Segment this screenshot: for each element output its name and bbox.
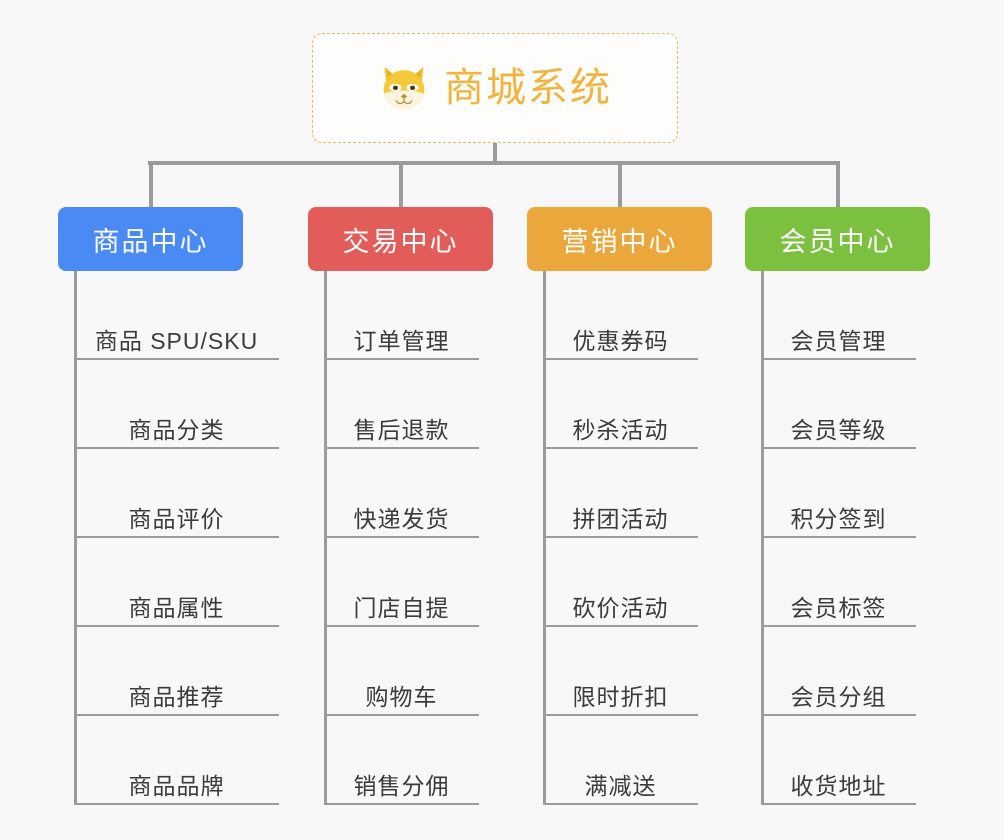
leaf-item[interactable]: 快递发货 — [324, 449, 479, 538]
leaf-item[interactable]: 售后退款 — [324, 360, 479, 449]
leaf-item-label: 会员标签 — [790, 594, 887, 621]
leaf-trunk-line — [543, 271, 546, 805]
leaf-item[interactable]: 会员管理 — [761, 271, 916, 360]
leaf-item-label: 收货地址 — [790, 772, 887, 799]
leaf-item-label: 优惠券码 — [572, 327, 669, 354]
leaf-item[interactable]: 订单管理 — [324, 271, 479, 360]
root-node-title: 商城系统 — [444, 66, 612, 110]
leaf-item[interactable]: 收货地址 — [761, 716, 916, 805]
leaf-item-label: 订单管理 — [353, 327, 450, 354]
leaf-item[interactable]: 销售分佣 — [324, 716, 479, 805]
leaf-column-3: 优惠券码秒杀活动拼团活动砍价活动限时折扣满减送 — [543, 271, 698, 805]
leaf-item[interactable]: 会员标签 — [761, 538, 916, 627]
leaf-item[interactable]: 商品品牌 — [74, 716, 279, 805]
leaf-item[interactable]: 积分签到 — [761, 449, 916, 538]
leaf-item[interactable]: 商品 SPU/SKU — [74, 271, 279, 360]
connector-root-stem — [493, 143, 497, 165]
connector-drop-4 — [836, 161, 840, 208]
leaf-item[interactable]: 拼团活动 — [543, 449, 698, 538]
leaf-item-label: 商品属性 — [128, 594, 225, 621]
leaf-trunk-line — [324, 271, 327, 805]
leaf-item-label: 商品品牌 — [128, 772, 225, 799]
leaf-item-label: 砍价活动 — [572, 594, 669, 621]
root-node-mall-system[interactable]: 商城系统 — [312, 33, 678, 143]
leaf-item[interactable]: 秒杀活动 — [543, 360, 698, 449]
leaf-item-label: 积分签到 — [790, 505, 887, 532]
leaf-item[interactable]: 商品评价 — [74, 449, 279, 538]
leaf-trunk-line — [74, 271, 77, 805]
category-box-label: 会员中心 — [779, 226, 896, 257]
connector-drop-3 — [618, 161, 622, 208]
leaf-item[interactable]: 商品推荐 — [74, 627, 279, 716]
leaf-column-2: 订单管理售后退款快递发货门店自提购物车销售分佣 — [324, 271, 479, 805]
leaf-item-label: 会员管理 — [790, 327, 887, 354]
leaf-item[interactable]: 优惠券码 — [543, 271, 698, 360]
leaf-item[interactable]: 会员等级 — [761, 360, 916, 449]
leaf-item[interactable]: 砍价活动 — [543, 538, 698, 627]
leaf-item-label: 满减送 — [584, 772, 657, 799]
leaf-item-label: 拼团活动 — [572, 505, 669, 532]
category-box-2[interactable]: 交易中心 — [308, 207, 493, 271]
leaf-item-label: 会员分组 — [790, 683, 887, 710]
leaf-item[interactable]: 商品属性 — [74, 538, 279, 627]
leaf-item-label: 商品评价 — [128, 505, 225, 532]
leaf-item-label: 商品推荐 — [128, 683, 225, 710]
leaf-item[interactable]: 购物车 — [324, 627, 479, 716]
category-box-1[interactable]: 商品中心 — [58, 207, 243, 271]
category-box-4[interactable]: 会员中心 — [745, 207, 930, 271]
leaf-item[interactable]: 门店自提 — [324, 538, 479, 627]
leaf-item-label: 销售分佣 — [353, 772, 450, 799]
leaf-item-label: 售后退款 — [353, 416, 450, 443]
shiba-dog-face-icon — [383, 66, 425, 110]
leaf-item-label: 商品分类 — [128, 416, 225, 443]
connector-drop-1 — [149, 161, 153, 208]
leaf-item-label: 秒杀活动 — [572, 416, 669, 443]
leaf-column-4: 会员管理会员等级积分签到会员标签会员分组收货地址 — [761, 271, 916, 805]
leaf-item-label: 门店自提 — [353, 594, 450, 621]
leaf-item-label: 限时折扣 — [572, 683, 669, 710]
leaf-column-1: 商品 SPU/SKU 商品分类商品评价商品属性商品推荐商品品牌 — [74, 271, 279, 805]
leaf-item[interactable]: 会员分组 — [761, 627, 916, 716]
leaf-item-label: 购物车 — [365, 683, 438, 710]
leaf-item[interactable]: 限时折扣 — [543, 627, 698, 716]
category-box-label: 交易中心 — [342, 226, 459, 257]
category-box-3[interactable]: 营销中心 — [527, 207, 712, 271]
leaf-item[interactable]: 满减送 — [543, 716, 698, 805]
category-box-label: 营销中心 — [561, 226, 678, 257]
leaf-item[interactable]: 商品分类 — [74, 360, 279, 449]
leaf-trunk-line — [761, 271, 764, 805]
connector-drop-2 — [399, 161, 403, 208]
leaf-item-label: 商品 SPU/SKU — [94, 327, 259, 354]
leaf-item-label: 快递发货 — [353, 505, 450, 532]
connector-horizontal-bus — [148, 161, 840, 165]
leaf-item-label: 会员等级 — [790, 416, 887, 443]
category-box-label: 商品中心 — [92, 226, 209, 257]
